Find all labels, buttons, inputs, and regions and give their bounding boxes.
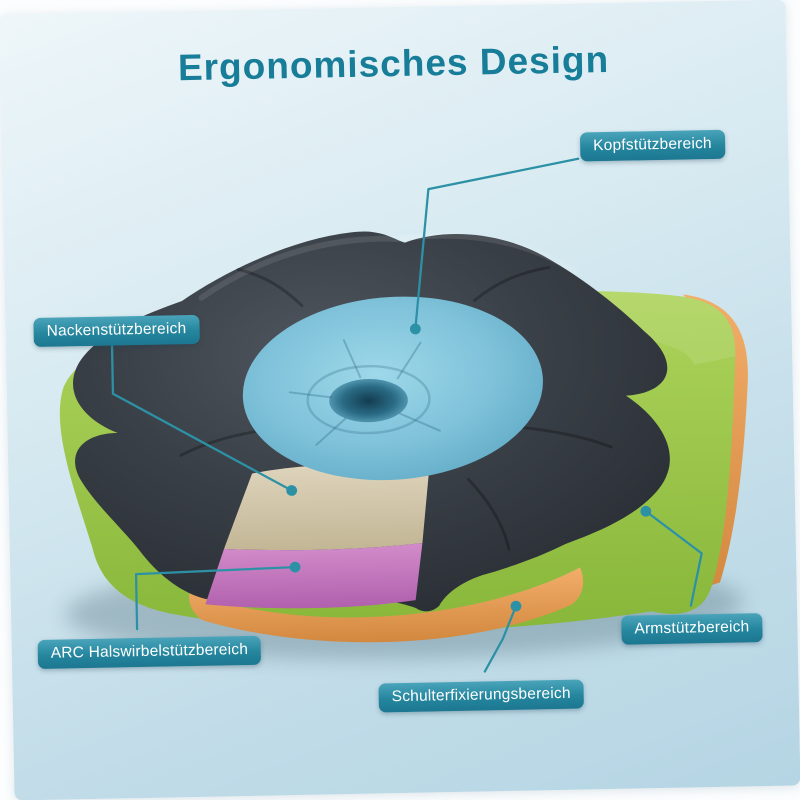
- center-dimple: [329, 378, 408, 423]
- connector-schulter: [483, 604, 518, 673]
- connector-arc: [134, 565, 297, 631]
- pillow-top-highlight: [198, 232, 578, 301]
- connector-nacken: [110, 340, 293, 492]
- connector-dot-arm: [640, 505, 652, 517]
- callout-armstuetzbereich: Armstützbereich: [621, 613, 763, 645]
- rim-orange-front: [189, 567, 584, 643]
- callout-nackenstuetzbereich: Nackenstützbereich: [33, 314, 200, 348]
- callout-arc-halswirbelstuetzbereich: ARC Halswirbelstützbereich: [37, 635, 262, 669]
- callout-kopfstuetzbereich: Kopfstützbereich: [579, 129, 726, 162]
- arc-zone-pink: [205, 543, 423, 609]
- connector-dot-schulter: [510, 600, 522, 612]
- connector-arm: [644, 510, 703, 607]
- dimple-creases: [288, 339, 441, 446]
- center-dimple-ring: [306, 364, 431, 435]
- connector-dot-arc: [289, 561, 301, 573]
- neck-zone-beige: [224, 464, 429, 551]
- callout-schulterfixierungsbereich: Schulterfixierungsbereich: [378, 679, 585, 713]
- connector-kopf: [414, 157, 580, 331]
- connector-dot-kopf: [409, 323, 421, 335]
- connector-lines: [110, 157, 703, 673]
- head-zone-blue: [242, 296, 543, 481]
- pillow-creases: [179, 265, 613, 551]
- connector-dots: [286, 323, 652, 612]
- connector-dot-nacken: [286, 485, 298, 496]
